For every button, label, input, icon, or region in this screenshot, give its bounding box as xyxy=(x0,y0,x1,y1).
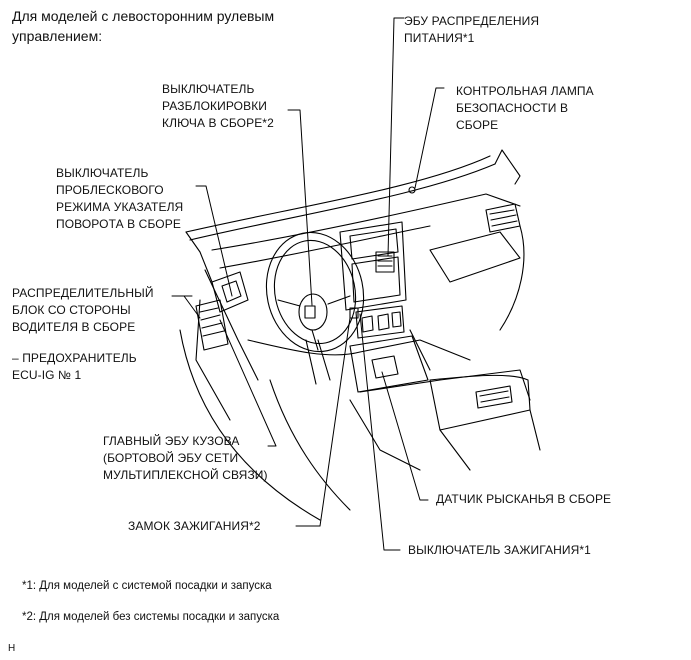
security-lamp-callout: КОНТРОЛЬНАЯ ЛАМПА БЕЗОПАСНОСТИ В СБОРЕ xyxy=(456,84,594,132)
ignition-lock-callout: ЗАМОК ЗАЖИГАНИЯ*2 xyxy=(128,519,261,533)
footnote-2: *2: Для моделей без системы посадки и за… xyxy=(22,611,280,623)
diagram-title: Для моделей с левосторонним рулевым упра… xyxy=(12,8,275,44)
ignition-switch-callout: ВЫКЛЮЧАТЕЛЬ ЗАЖИГАНИЯ*1 xyxy=(408,543,591,557)
key-unlock-switch-callout: ВЫКЛЮЧАТЕЛЬ РАЗБЛОКИРОВКИ КЛЮЧА В СБОРЕ*… xyxy=(162,82,274,130)
footnote-1: *1: Для моделей с системой посадки и зап… xyxy=(22,580,272,592)
hazard-switch-callout: ВЫКЛЮЧАТЕЛЬ ПРОБЛЕСКОВОГО РЕЖИМА УКАЗАТЕ… xyxy=(56,166,184,231)
power-ecu-callout: ЭБУ РАСПРЕДЕЛЕНИЯ ПИТАНИЯ*1 xyxy=(404,14,540,45)
junction-block-callout: РАСПРЕДЕЛИТЕЛЬНЫЙ БЛОК СО СТОРОНЫ ВОДИТЕ… xyxy=(12,286,154,334)
yaw-sensor-callout: ДАТЧИК РЫСКАНЬЯ В СБОРЕ xyxy=(436,492,612,506)
main-body-ecu-callout: ГЛАВНЫЙ ЭБУ КУЗОВА (БОРТОВОЙ ЭБУ СЕТИ МУ… xyxy=(103,434,268,482)
corner-code: H xyxy=(8,643,16,654)
fuse-callout: – ПРЕДОХРАНИТЕЛЬ ECU-IG № 1 xyxy=(12,351,137,382)
